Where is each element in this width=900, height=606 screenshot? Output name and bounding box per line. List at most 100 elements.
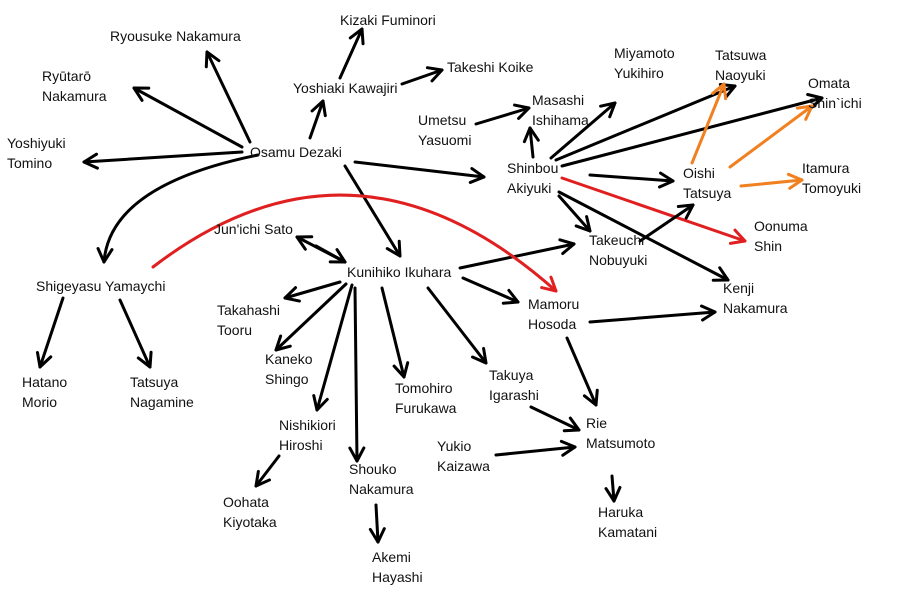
node-label-line: Hiroshi xyxy=(279,437,323,453)
node-label-line: Itamura xyxy=(802,160,850,176)
arrowhead xyxy=(274,334,292,352)
node-label-line: Kiyotaka xyxy=(223,514,277,530)
node-label-line: Hayashi xyxy=(372,569,423,585)
arrowhead xyxy=(82,152,99,170)
arrowhead xyxy=(392,361,410,379)
node-label-line: Kenji xyxy=(723,280,755,296)
arrowhead xyxy=(471,346,488,365)
node-label-line: Takeuchi xyxy=(589,232,645,248)
node-label-line: Haruka xyxy=(598,504,644,520)
node-label-line: Tatsuya xyxy=(130,374,179,390)
node-label-line: Akemi xyxy=(372,549,411,565)
arrowhead xyxy=(658,171,675,189)
node-label-line: Nishikiori xyxy=(279,417,336,433)
edge-dezaki-to-yamaychi xyxy=(102,153,260,264)
node-label-line: Hatano xyxy=(22,374,68,390)
arrowhead xyxy=(711,82,728,101)
node-label-line: Shin xyxy=(754,238,783,254)
arrowhead xyxy=(204,50,221,69)
node-label-line: Kamatani xyxy=(598,524,658,540)
node-label-line: Oonuma xyxy=(754,218,808,234)
node-label-line: Shinbou xyxy=(507,160,559,176)
edge-dezaki-to-ryutaro xyxy=(132,86,244,149)
node-junichi-sato: Jun'ichi Sato xyxy=(214,219,293,239)
node-label-line: Tomohiro xyxy=(395,380,453,396)
node-label-line: Nakamura xyxy=(349,481,414,497)
arrowhead xyxy=(699,304,717,322)
node-ryousuke-nakamura: Ryousuke Nakamura xyxy=(110,26,241,46)
arrowhead xyxy=(562,416,581,433)
arrowhead xyxy=(513,103,531,120)
node-label-line: Kizaki Fuminori xyxy=(340,12,436,28)
arrowhead xyxy=(312,394,329,412)
node-label-line: Ryousuke Nakamura xyxy=(110,28,241,44)
node-label-line: Shouko xyxy=(349,461,397,477)
edge-shinbou-to-oishi xyxy=(588,173,675,183)
edge-yoshiaki-to-kizaki xyxy=(338,27,364,80)
edge-hosoda-to-kenji xyxy=(588,310,717,324)
node-label-line: Omata xyxy=(808,75,851,91)
edge-dezaki-to-kunihiko xyxy=(343,164,402,258)
edge-shinbou-to-miyamoto xyxy=(549,101,617,160)
node-label-line: Mamoru xyxy=(528,296,580,312)
edge-yamaychi-to-hosoda xyxy=(151,193,558,293)
edge-dezaki-to-yoshiaki xyxy=(308,99,325,140)
node-label-line: Umetsu xyxy=(418,112,467,128)
node-label-line: Tooru xyxy=(217,322,253,338)
node-yoshiaki-kawajiri: Yoshiaki Kawajiri xyxy=(293,78,398,98)
node-label-line: Kaizawa xyxy=(437,458,490,474)
edge-oishi-to-itamura xyxy=(739,178,804,188)
arrowhead xyxy=(676,203,695,220)
edge-yoshiaki-to-koike xyxy=(400,68,444,86)
arrowhead xyxy=(283,286,301,303)
node-label-line: Akiyuki xyxy=(507,180,552,196)
arrowhead xyxy=(310,99,327,118)
edge-takeuchi-to-oishi xyxy=(638,203,695,243)
edge-matsumoto-to-kamatani xyxy=(610,474,616,503)
node-label-line: Yasuomi xyxy=(418,132,472,148)
node-label-line: Takuya xyxy=(489,367,534,383)
node-label-line: Nakamura xyxy=(723,300,788,316)
arrowhead xyxy=(599,101,617,119)
edge-kunihiko-to-sato xyxy=(295,235,347,264)
arrowhead xyxy=(574,215,592,233)
edge-shouko-to-hayashi xyxy=(374,503,380,544)
arrowhead xyxy=(136,350,153,369)
arrowhead xyxy=(348,27,365,46)
node-label-line: Hosoda xyxy=(528,316,577,332)
node-kizaki-fuminori: Kizaki Fuminori xyxy=(340,10,436,30)
arrowhead xyxy=(132,86,151,102)
node-label-line: Naoyuki xyxy=(715,67,766,83)
edge-yamaychi-to-hatano xyxy=(38,296,65,369)
edge-dezaki-to-ryousuke xyxy=(205,50,252,144)
node-label-line: Tomino xyxy=(7,155,53,171)
edge-kunihiko-to-furukawa xyxy=(380,286,406,379)
edge-kunihiko-to-shouko xyxy=(353,286,359,463)
node-label-line: Kaneko xyxy=(265,351,313,367)
edge-shinbou-to-masashi xyxy=(528,126,535,159)
node-osamu-dezaki: Osamu Dezaki xyxy=(250,142,342,162)
node-label-line: Yoshiaki Kawajiri xyxy=(293,80,398,96)
arrowhead xyxy=(468,167,486,184)
arrowhead xyxy=(522,126,540,144)
